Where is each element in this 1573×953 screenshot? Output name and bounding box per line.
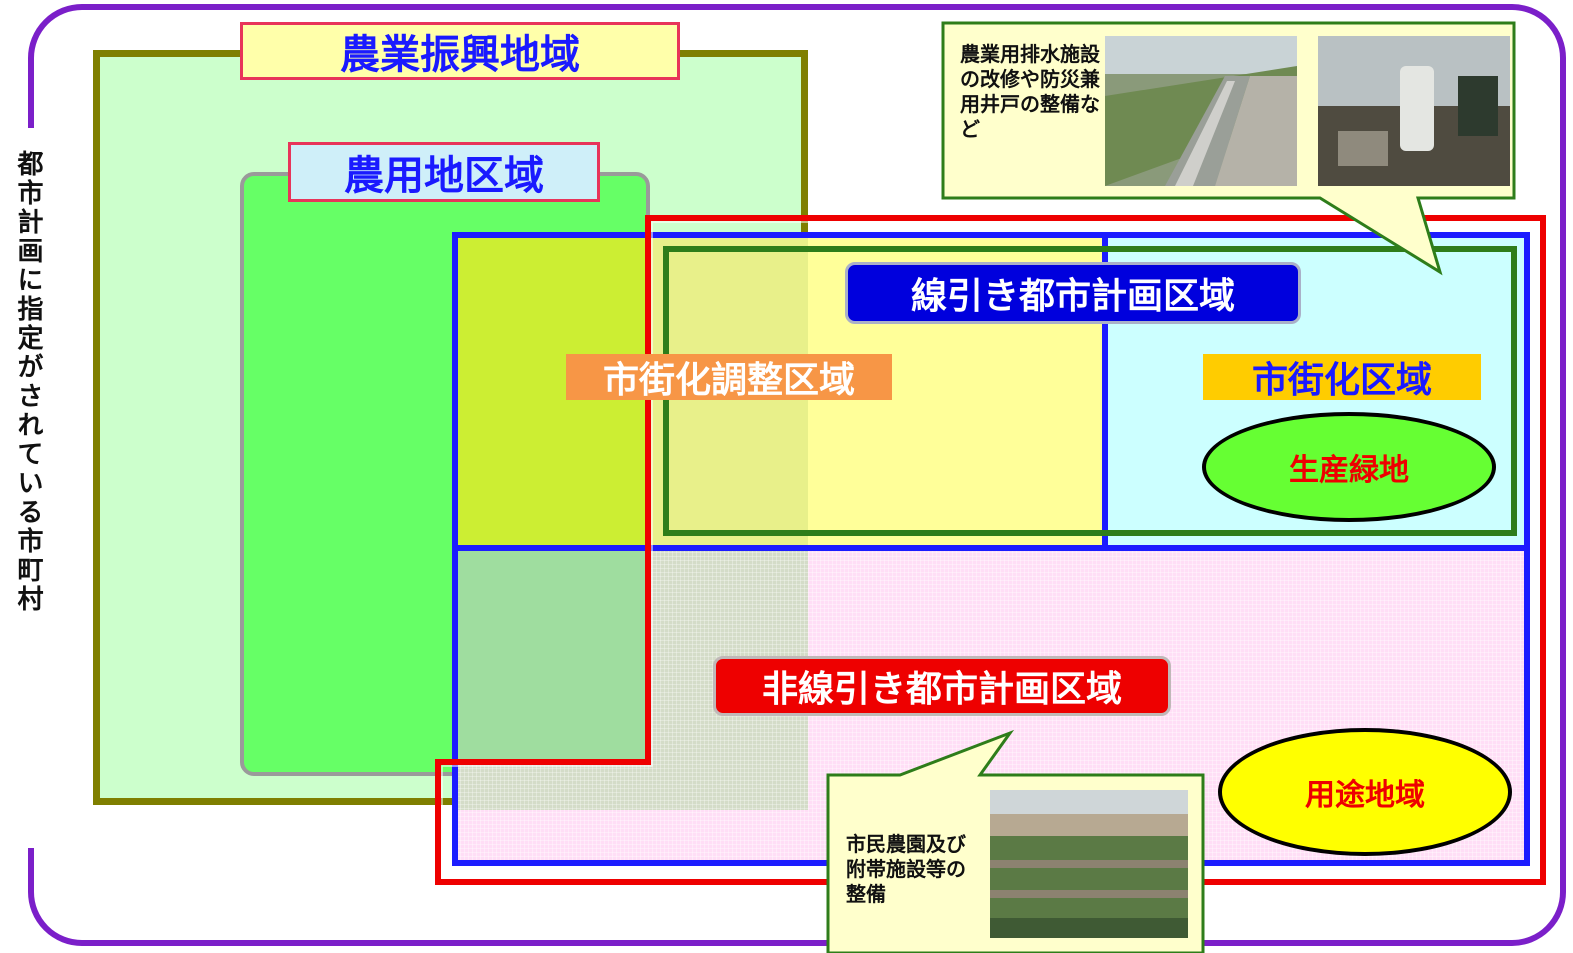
drainage-ditch-photo bbox=[1105, 36, 1297, 186]
urbanization-area-label: 市街化区域 bbox=[1203, 354, 1481, 401]
senbiki-label: 線引き都市計画区域 bbox=[845, 262, 1301, 324]
urbanization-divider bbox=[1102, 232, 1108, 550]
farmland-nonsenbiki-overlap-fill bbox=[452, 548, 648, 762]
garden-callout-text: 市民農園及び附帯施設等の整備 bbox=[846, 832, 966, 906]
use-district: 用途地域 bbox=[1218, 728, 1512, 856]
drainage-callout-text: 農業用排水施設の改修や防災兼用井戸の整備など bbox=[960, 42, 1100, 141]
city-planning-divider bbox=[452, 545, 1530, 551]
agri-promotion-label: 農業振興地域 bbox=[240, 22, 680, 80]
farmland-label: 農用地区域 bbox=[288, 142, 600, 202]
municipality-label: 都市計画に指定がされている市町村 bbox=[13, 150, 43, 614]
urbanization-control-label: 市街化調整区域 bbox=[566, 354, 892, 401]
citizen-garden-photo bbox=[990, 790, 1188, 938]
non-senbiki-label: 非線引き都市計画区域 bbox=[713, 656, 1171, 716]
productive-green-land: 生産緑地 bbox=[1202, 412, 1496, 522]
well-tank-photo bbox=[1318, 36, 1510, 186]
frame-gap bbox=[14, 128, 44, 848]
